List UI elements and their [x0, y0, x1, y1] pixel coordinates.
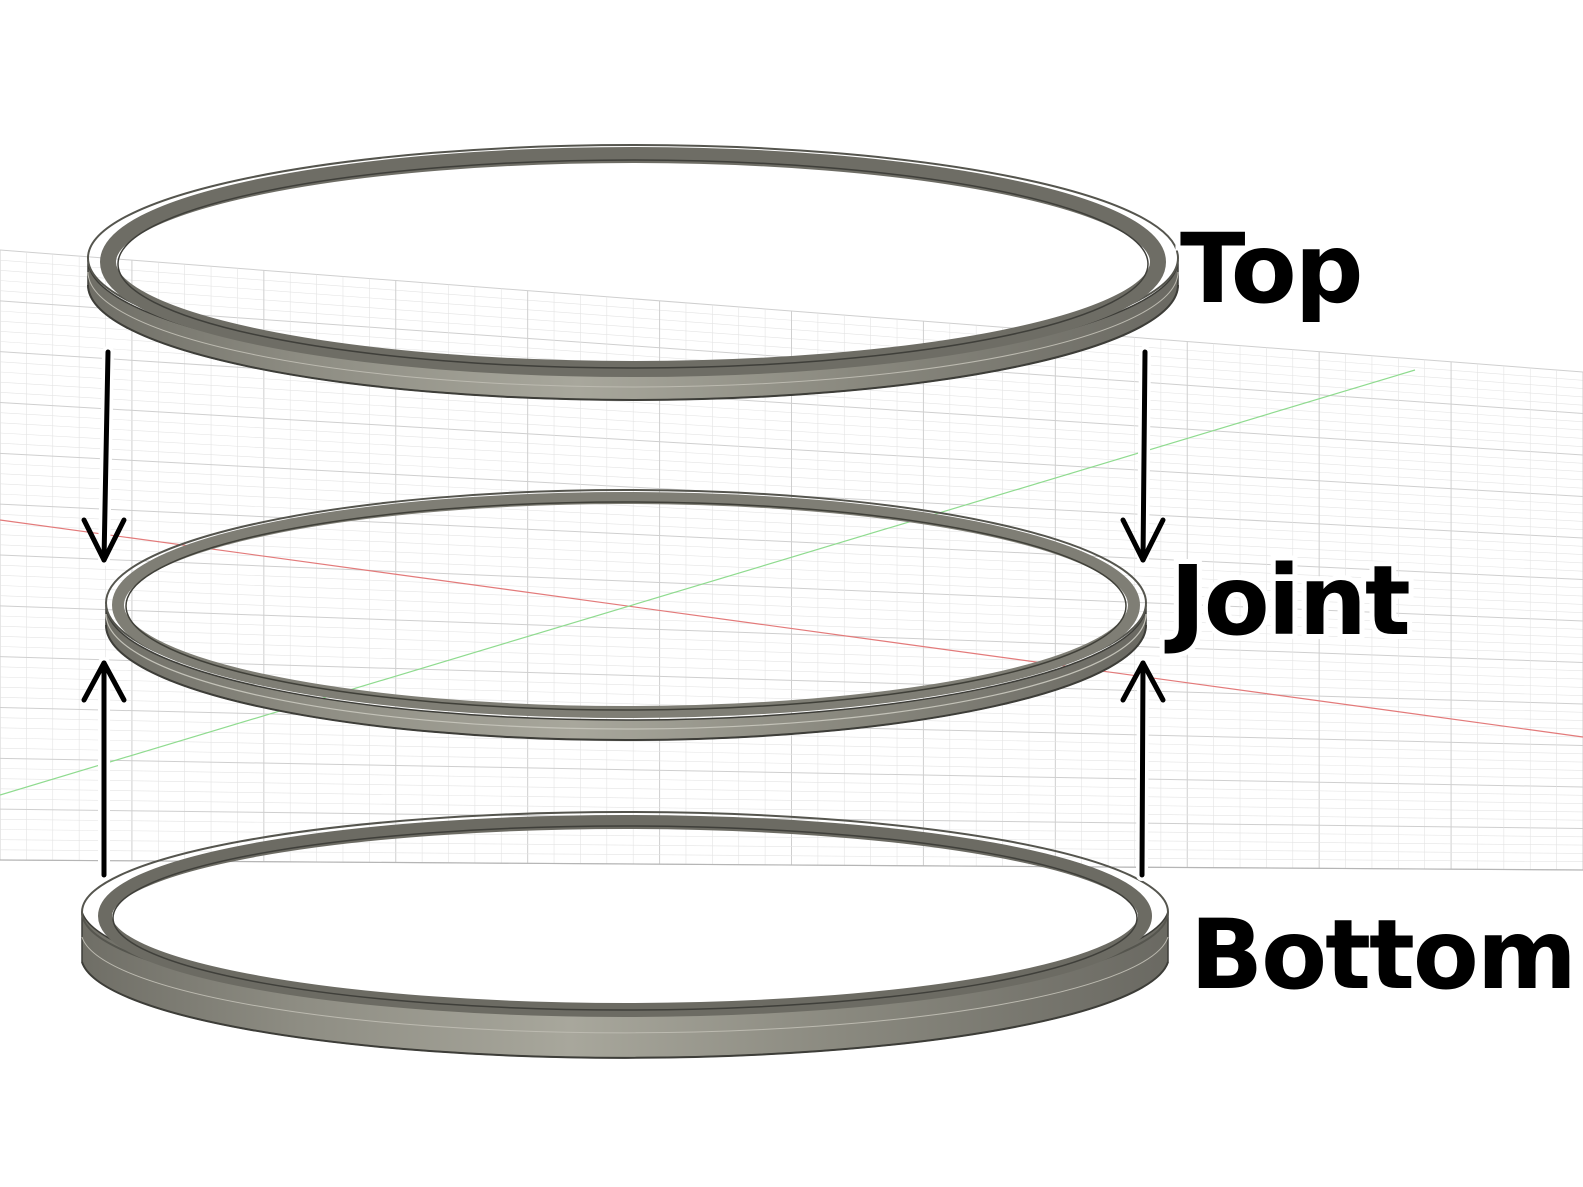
joint-ring: [105, 489, 1147, 741]
bottom-right-up-arrow: [1120, 657, 1166, 881]
grid-line: [0, 788, 1583, 813]
top-left-down-arrow: [81, 346, 127, 566]
grid-line: [0, 778, 1583, 804]
bottom-left-up-arrow: [81, 657, 127, 881]
bottom-label: Bottom: [1190, 899, 1575, 1011]
grid-line: [0, 808, 1583, 829]
grid-line: [0, 829, 1583, 846]
y-axis-line: [0, 369, 1416, 796]
top-ring: [87, 144, 1179, 401]
grid-line: [0, 798, 1583, 821]
grid-plane-edge: [0, 859, 1583, 871]
top-right-down-arrow: [1120, 346, 1166, 566]
top-label: Top: [1180, 213, 1361, 325]
grid-line: [0, 768, 1583, 796]
bottom-ring: [81, 811, 1169, 1059]
joint-label: Joint: [1164, 545, 1409, 657]
axes: [0, 369, 1583, 796]
assembly-arrows: [81, 346, 1166, 881]
x-axis-line: [0, 519, 1583, 738]
